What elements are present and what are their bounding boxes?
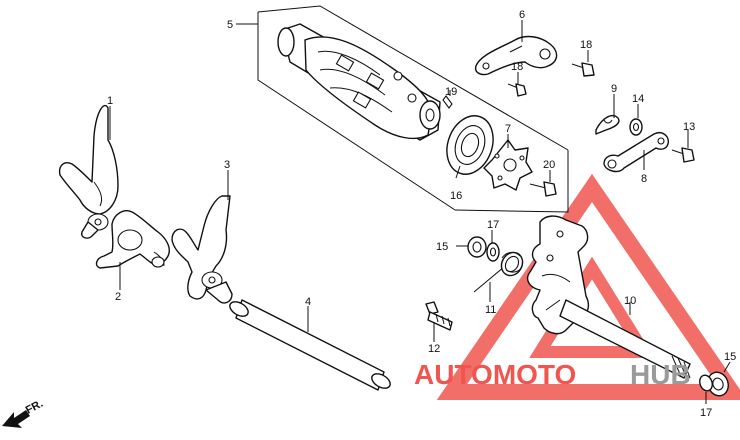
label-4: 4 — [305, 296, 311, 308]
label-13: 13 — [683, 121, 695, 133]
arm-bolt — [671, 147, 695, 163]
label-3: 3 — [224, 159, 230, 171]
watermark-red-text: AUTOMOTO — [414, 359, 576, 390]
leader-lines — [109, 20, 731, 404]
label-20: 20 — [543, 159, 555, 171]
stopper-arm — [603, 132, 669, 173]
label-16: 16 — [450, 190, 462, 202]
washer-17-right — [699, 374, 713, 392]
drum-center — [483, 139, 533, 191]
label-15-right: 15 — [724, 351, 736, 363]
label-8: 8 — [641, 173, 647, 185]
shift-fork-1 — [58, 104, 119, 239]
label-11: 11 — [485, 304, 496, 316]
front-direction-arrow: FR. — [2, 398, 45, 428]
watermark-text: AUTOMOTO HUB — [414, 359, 691, 390]
label-19: 19 — [445, 86, 457, 98]
label-1: 1 — [107, 95, 113, 107]
pin — [442, 95, 453, 109]
part-labels: 1 2 3 4 5 6 7 8 9 10 11 12 13 14 15 15 1… — [107, 9, 736, 419]
label-12: 12 — [428, 343, 440, 355]
shift-fork-2 — [95, 210, 170, 269]
gearshift-spindle — [526, 215, 691, 379]
seal-15-left — [467, 236, 487, 258]
return-spring — [595, 114, 620, 135]
label-15-left: 15 — [436, 241, 448, 253]
washer-17-left — [486, 242, 500, 262]
label-5: 5 — [227, 19, 233, 31]
front-label: FR. — [24, 398, 45, 417]
label-10: 10 — [624, 295, 636, 307]
label-17-left: 17 — [487, 219, 499, 231]
label-17-right: 17 — [700, 407, 712, 419]
stopper-plate — [474, 35, 558, 76]
bearing — [446, 115, 494, 175]
spring-pin — [425, 301, 453, 331]
washer-14 — [629, 118, 643, 136]
label-18-lower: 18 — [511, 61, 523, 73]
label-7: 7 — [505, 123, 511, 135]
shift-fork-3 — [171, 195, 233, 304]
label-18-upper: 18 — [580, 39, 592, 51]
bolt-upper — [571, 62, 595, 77]
shift-spring — [473, 251, 524, 293]
label-6: 6 — [519, 9, 525, 21]
label-9: 9 — [611, 83, 617, 95]
label-14: 14 — [632, 93, 644, 105]
bolt-lower — [507, 83, 527, 97]
watermark-grey-text: HUB — [630, 359, 691, 390]
shift-drum — [277, 23, 441, 141]
fork-shaft — [229, 299, 391, 391]
shift-drum-group-outline — [257, 5, 569, 213]
label-2: 2 — [115, 291, 121, 303]
drum-bolt — [529, 181, 557, 197]
